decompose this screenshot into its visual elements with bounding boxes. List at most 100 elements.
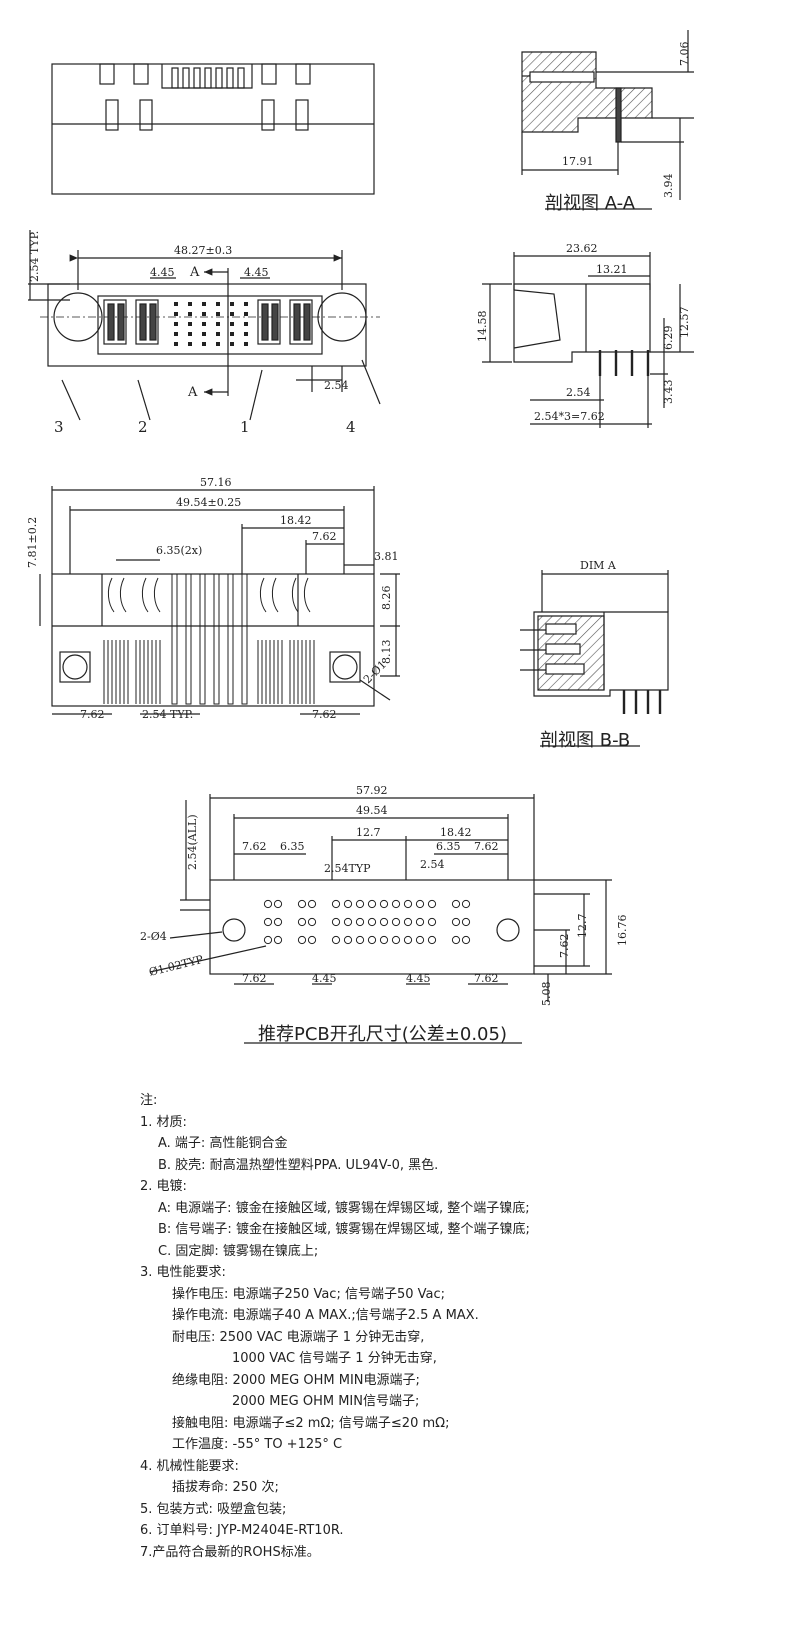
note-line: 3. 电性能要求: [140, 1265, 226, 1280]
pcb-hole [307, 935, 317, 945]
contact-cell [230, 332, 234, 336]
note-line: 1. 材质: [140, 1114, 187, 1130]
pcb-hole [331, 917, 341, 927]
front-view [28, 230, 381, 421]
dim-bottom-635: 6.35(2x) [156, 544, 202, 557]
pcb-hole [391, 935, 401, 945]
dim-bottom-5716: 57.16 [200, 476, 232, 489]
note-line: 4. 机械性能要求: [140, 1458, 239, 1474]
bottom-view-pins [103, 573, 315, 705]
dim-pcb-762-br: 7.62 [474, 972, 499, 985]
note-line: A. 端子: 高性能铜合金 [158, 1136, 288, 1151]
dim-side-2362: 23.62 [566, 242, 598, 255]
pcb-hole [273, 917, 283, 927]
note-line: A: 电源端子: 镀金在接触区域, 镀雾锡在焊锡区域, 整个端子镍底; [158, 1200, 530, 1216]
dim-bottom-254typ: 2.54 TYP. [142, 708, 193, 721]
note-line: 工作温度: -55° TO +125° C [172, 1437, 343, 1452]
pcb-hole [331, 935, 341, 945]
contact-cell [174, 322, 178, 326]
pcb-hole [331, 899, 341, 909]
pcb-hole [355, 899, 365, 909]
pcb-hole [273, 935, 283, 945]
contact-cell [244, 342, 248, 346]
dim-pcb-254: 2.54 [420, 858, 445, 871]
pcb-hole [367, 935, 377, 945]
dim-pcb-phi102: Ø1.02TYP [148, 953, 206, 979]
note-line: 操作电流: 电源端子40 A MAX.;信号端子2.5 A MAX. [172, 1308, 479, 1323]
dim-bottom-1842: 18.42 [280, 514, 312, 527]
dim-bottom-762-right: 7.62 [312, 708, 337, 721]
dim-pcb-508: 5.08 [540, 982, 553, 1007]
contact-cell [216, 312, 220, 316]
contact-cell [188, 342, 192, 346]
pcb-hole [451, 935, 461, 945]
contact-cell [202, 332, 206, 336]
pcb-hole [355, 917, 365, 927]
dim-pcb-127-side: 12.7 [576, 914, 589, 939]
contact-cell [244, 312, 248, 316]
note-line: 1000 VAC 信号端子 1 分钟无击穿, [232, 1351, 437, 1366]
pcb-hole [427, 935, 437, 945]
contact-cell [230, 312, 234, 316]
bottom-view [39, 486, 400, 715]
pcb-hole [403, 917, 413, 927]
pcb-hole [307, 899, 317, 909]
pcb-hole [461, 935, 471, 945]
dim-pcb-762-side: 7.62 [558, 934, 571, 959]
dim-front-254typ: 2.54 TYP. [28, 231, 41, 282]
dim-pcb-5792: 57.92 [356, 784, 388, 797]
caption-section-aa: 剖视图 A-A [545, 193, 636, 214]
contact-cell [202, 322, 206, 326]
note-line: 插拔寿命: 250 次; [172, 1480, 279, 1495]
dim-bottom-826: 8.26 [380, 586, 393, 611]
pcb-hole [461, 899, 471, 909]
note-line: 操作电压: 电源端子250 Vac; 信号端子50 Vac; [172, 1286, 446, 1302]
dim-front-254: 2.54 [324, 379, 349, 392]
pcb-hole [297, 917, 307, 927]
contact-cell [174, 332, 178, 336]
dim-side-254x3: 2.54*3=7.62 [534, 410, 605, 423]
note-line: 5. 包装方式: 吸塑盒包装; [140, 1501, 287, 1517]
dim-pcb-1676: 16.76 [616, 915, 629, 947]
callout-4: 4 [346, 418, 356, 436]
dim-side-343: 3.43 [662, 380, 675, 405]
pcb-hole [415, 935, 425, 945]
dim-pcb-445-r: 4.45 [406, 972, 431, 985]
pcb-hole [379, 917, 389, 927]
pcb-hole [263, 917, 273, 927]
dim-side-1458: 14.58 [476, 311, 489, 343]
dim-a-label: DIM A [580, 559, 617, 572]
dim-bottom-762-top: 7.62 [312, 530, 337, 543]
pcb-hole [297, 935, 307, 945]
notes-heading: 注: [140, 1093, 158, 1108]
callout-2: 2 [138, 418, 148, 436]
contact-cell [216, 342, 220, 346]
dim-pcb-635-tl: 6.35 [280, 840, 305, 853]
pcb-hole [367, 917, 377, 927]
top-view [51, 63, 375, 195]
pcb-hole [451, 899, 461, 909]
note-line: 6. 订单料号: JYP-M2404E-RT10R. [140, 1523, 344, 1538]
pcb-hole [403, 935, 413, 945]
dim-aa-706: 7.06 [678, 42, 691, 67]
dim-pcb-762-tl: 7.62 [242, 840, 267, 853]
dim-front-4827: 48.27±0.3 [174, 244, 232, 257]
dim-pcb-4954: 49.54 [356, 804, 388, 817]
contact-cell [244, 302, 248, 306]
caption-pcb-layout: 推荐PCB开孔尺寸(公差±0.05) [258, 1024, 507, 1045]
contact-cell [188, 332, 192, 336]
contact-cell [174, 302, 178, 306]
pcb-hole [461, 917, 471, 927]
contact-cell [230, 302, 234, 306]
pcb-hole [263, 899, 273, 909]
dim-aa-1791: 17.91 [562, 155, 594, 168]
dim-pcb-762-tr: 7.62 [474, 840, 499, 853]
dim-aa-394: 3.94 [662, 174, 675, 199]
note-line: B. 胶壳: 耐高温热塑性塑料PPA. UL94V-0, 黑色. [158, 1157, 439, 1173]
pcb-hole [427, 917, 437, 927]
dim-pcb-1842: 18.42 [440, 826, 472, 839]
dim-front-445-right: 4.45 [244, 266, 269, 279]
note-line: 7.产品符合最新的ROHS标准。 [140, 1544, 320, 1560]
dim-side-629: 6.29 [662, 326, 675, 351]
